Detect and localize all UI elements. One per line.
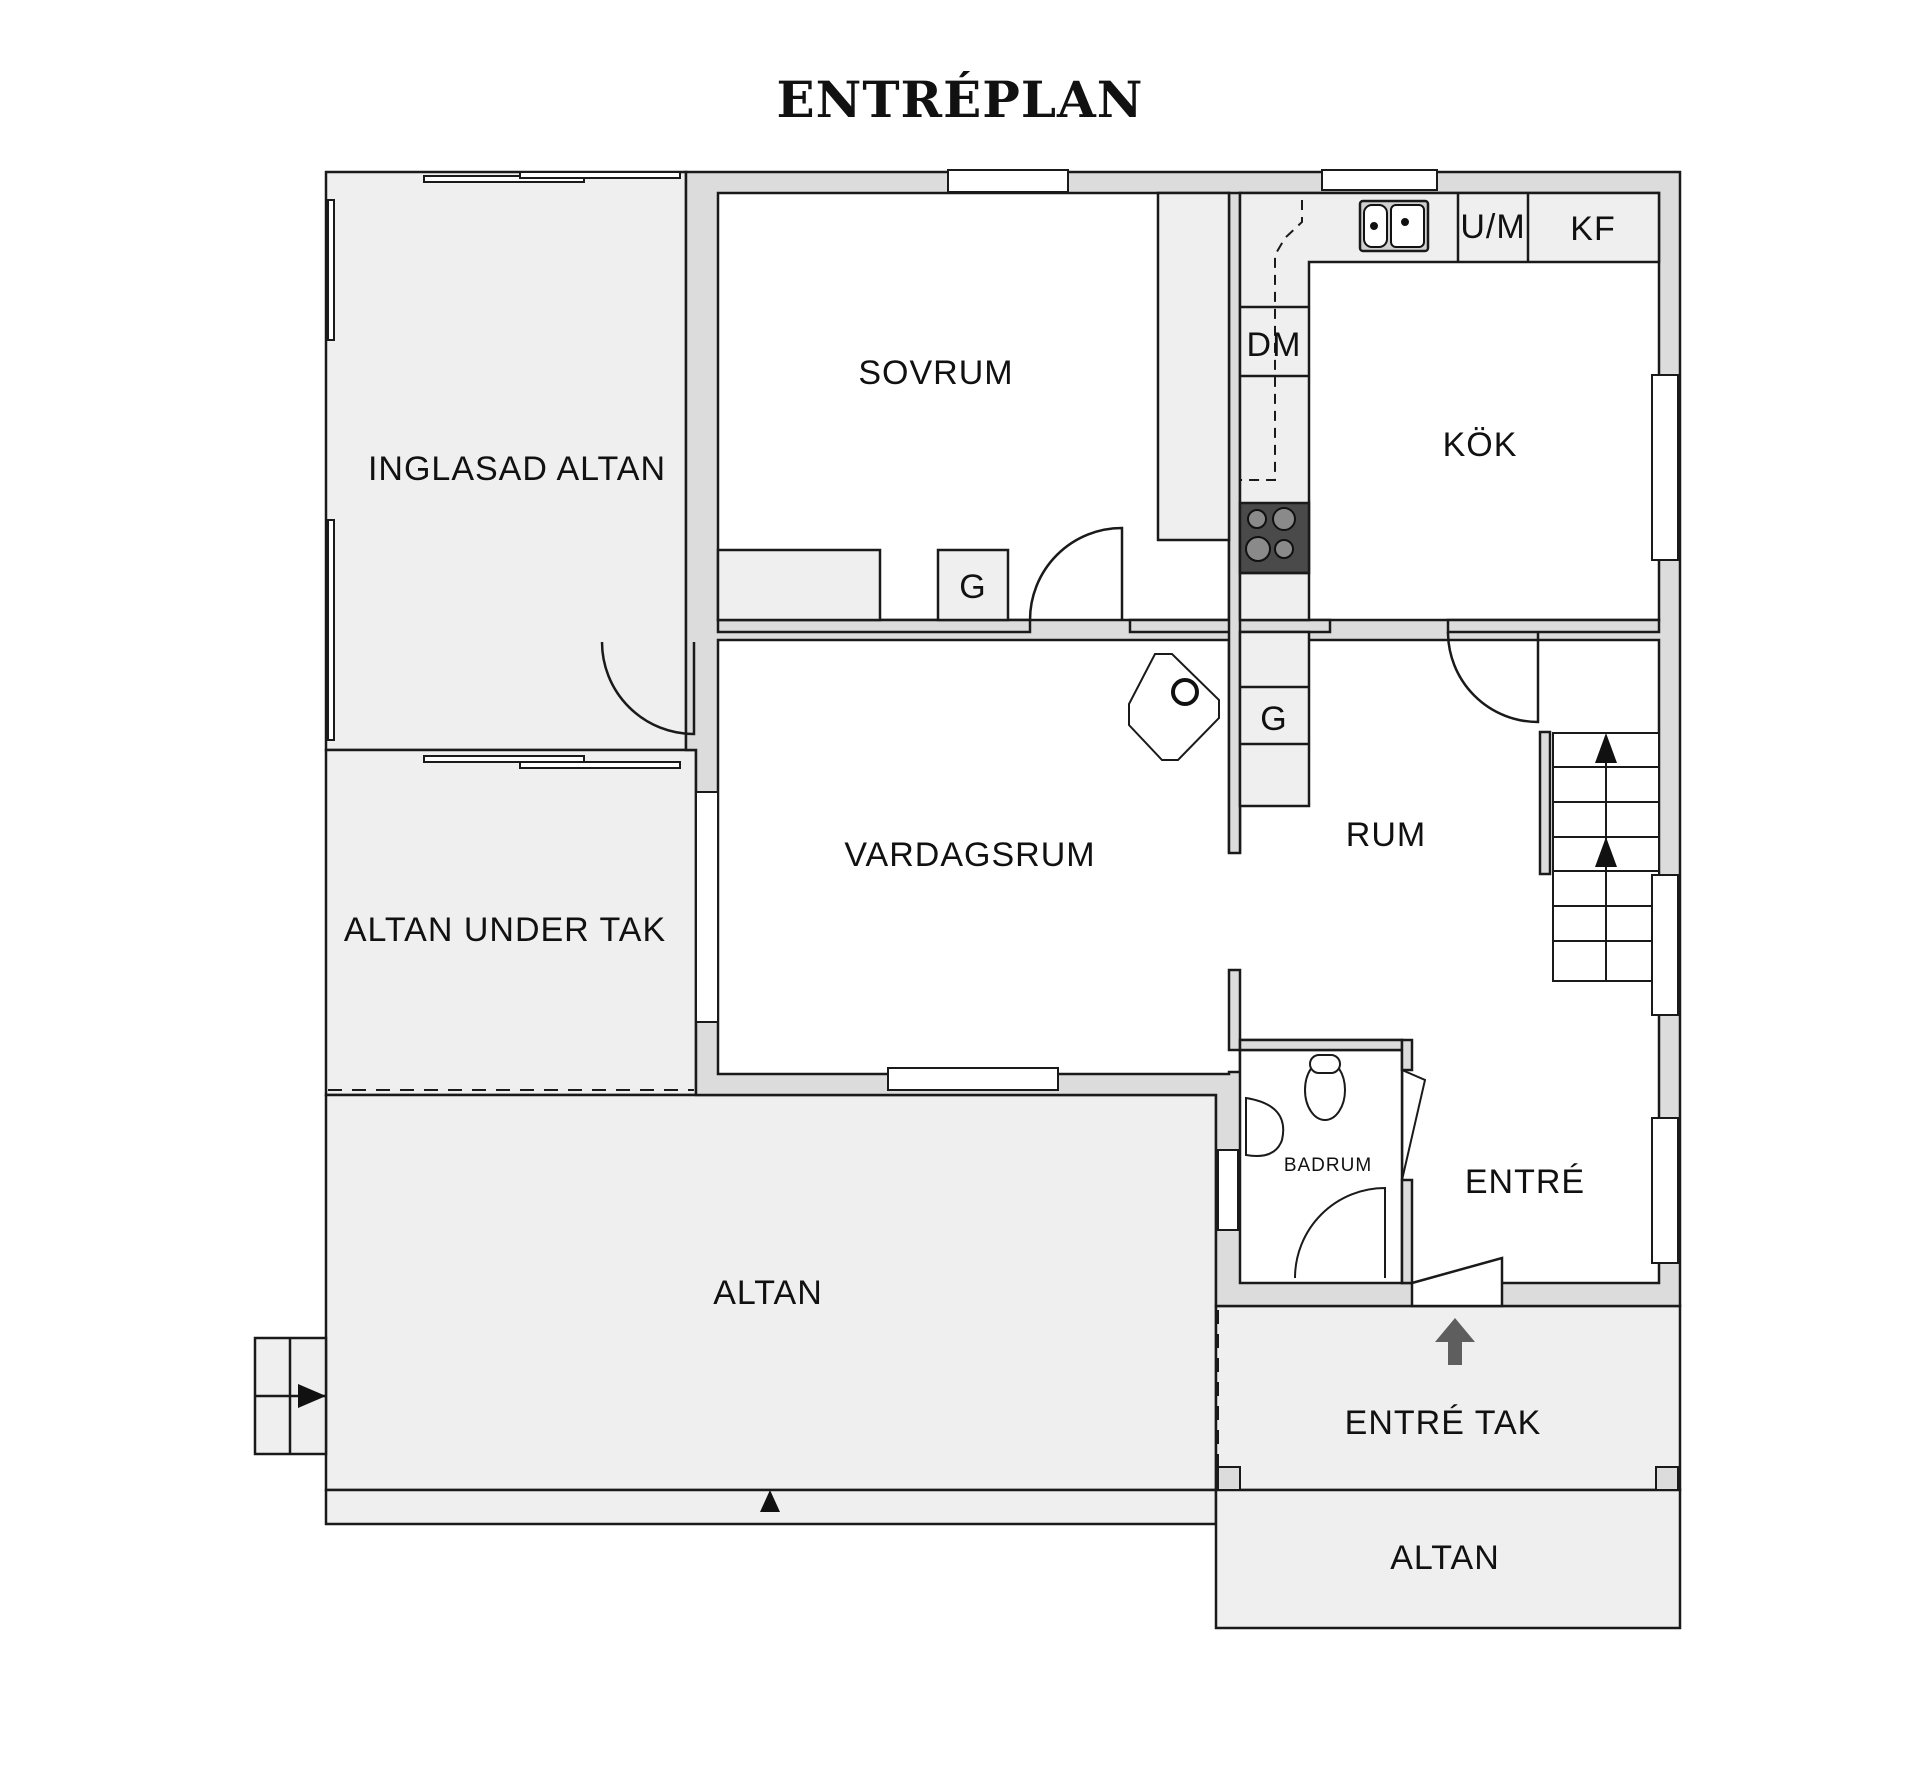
stove-pipe-icon — [1171, 678, 1199, 706]
patio-main-area — [324, 1093, 1218, 1492]
room-label-kok: KÖK — [1443, 426, 1518, 464]
bedroom-furniture — [716, 191, 1231, 622]
front-door[interactable] — [1410, 1256, 1504, 1308]
rum-wardrobe — [1238, 630, 1311, 808]
bedroom-bench — [716, 548, 882, 622]
roof-dashed-lines — [328, 1089, 1219, 1470]
living-windows — [695, 791, 1679, 1264]
room-label-rum: RUM — [1346, 816, 1426, 854]
room-label-badrum: BADRUM — [1284, 1155, 1372, 1176]
room-label-altan-main: ALTAN — [713, 1274, 823, 1312]
wardrobe-sovrum — [936, 548, 1010, 622]
wardrobe-rum-label: G — [1260, 700, 1287, 738]
room-label-sovrum: SOVRUM — [858, 354, 1013, 392]
entry-arrow-icon — [1435, 1318, 1475, 1365]
bathroom-fixtures — [1245, 1054, 1427, 1279]
washbasin — [1245, 1096, 1285, 1157]
page-title: ENTRÉPLAN — [776, 70, 1144, 129]
roof-posts — [1217, 1466, 1679, 1491]
room-label-vardagsrum: VARDAGSRUM — [844, 836, 1095, 874]
room-label-entre: ENTRÉ — [1465, 1163, 1585, 1201]
kitchen-door-swing[interactable] — [1446, 631, 1540, 724]
sink-basins — [1363, 204, 1425, 248]
kitchen-window — [1321, 169, 1679, 561]
outdoor-areas — [253, 170, 1682, 1630]
bedroom-window — [947, 169, 1069, 193]
stair-arrows-icon — [1595, 733, 1617, 867]
upper-cabinet-dashed — [1240, 200, 1303, 481]
bathroom-door — [1401, 1069, 1427, 1181]
patio-door-swing[interactable] — [600, 641, 696, 736]
stove-burners — [1245, 507, 1296, 562]
glazed-patio-area — [324, 170, 688, 752]
dm-label: DM — [1247, 326, 1302, 364]
fireplace — [1128, 653, 1220, 761]
room-label-altan-small: ALTAN — [1390, 1539, 1500, 1577]
kf-label: KF — [1570, 210, 1615, 248]
bedroom-door-swing[interactable] — [1028, 526, 1124, 621]
sliding-doors[interactable] — [327, 171, 681, 769]
patio-small-area — [1214, 1488, 1682, 1630]
wardrobe-sovrum-label: G — [959, 568, 986, 606]
shower — [1294, 1186, 1386, 1279]
room-label-inglasad-altan: INGLASAD ALTAN — [368, 450, 666, 488]
covered-patio-area — [324, 748, 698, 1097]
bedroom-closet-tall — [1156, 191, 1231, 542]
room-label-entre-tak: ENTRÉ TAK — [1345, 1404, 1542, 1442]
room-label-altan-under-tak: ALTAN UNDER TAK — [344, 911, 666, 949]
patio-arrows-icon — [298, 1384, 780, 1512]
um-label: U/M — [1460, 208, 1525, 246]
